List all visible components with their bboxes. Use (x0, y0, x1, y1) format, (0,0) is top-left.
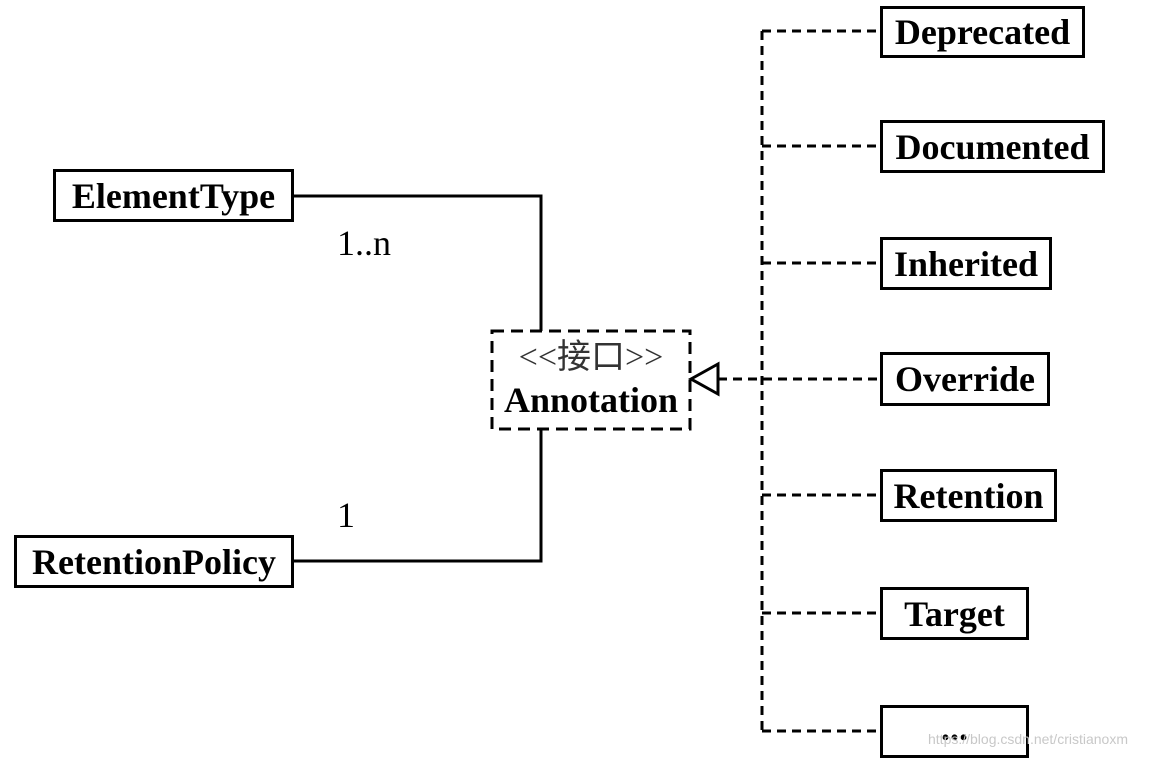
interface-name: Annotation (503, 380, 679, 420)
multiplicity-retentionpolicy: 1 (337, 495, 355, 535)
class-retention: Retention (880, 469, 1057, 522)
association-line-retentionpolicy (294, 429, 543, 563)
class-ellipsis: ... (880, 705, 1029, 758)
realization-arrowhead (687, 361, 720, 397)
class-deprecated: Deprecated (880, 6, 1085, 58)
class-inherited: Inherited (880, 237, 1052, 290)
watermark: https://blog.csdn.net/cristianoxm (928, 731, 1128, 747)
association-line-elementtype (294, 194, 543, 331)
multiplicity-elementtype: 1..n (337, 223, 391, 263)
interface-stereotype: <<接口>> (518, 339, 664, 376)
class-documented: Documented (880, 120, 1105, 173)
class-target: Target (880, 587, 1029, 640)
class-override: Override (880, 352, 1050, 406)
class-retentionpolicy: RetentionPolicy (14, 535, 294, 588)
interface-annotation: <<接口>> Annotation (492, 331, 690, 429)
class-elementtype: ElementType (53, 169, 294, 222)
